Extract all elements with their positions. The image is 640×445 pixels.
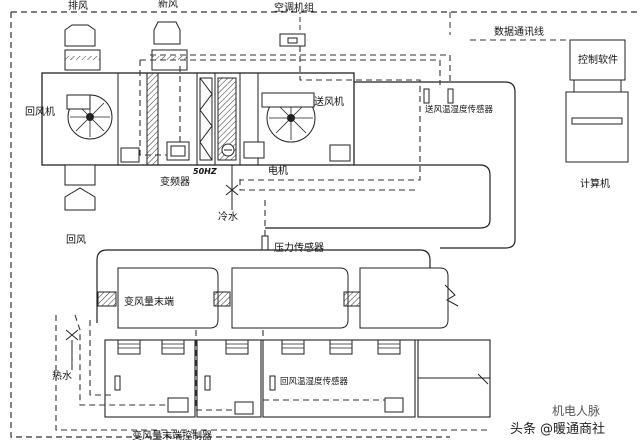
exhaust-hood bbox=[64, 24, 96, 47]
label-supply-fan: 送风机 bbox=[314, 97, 344, 108]
label-cold-water: 冷水 bbox=[218, 212, 238, 223]
label-exhaust-air: 排风 bbox=[68, 1, 88, 12]
label-control-software: 控制软件 bbox=[578, 55, 618, 66]
watermark-overlay: 机电人脉 bbox=[552, 404, 601, 418]
data-comm-line bbox=[470, 39, 571, 58]
supply-duct bbox=[354, 81, 516, 249]
label-supply-sensor: 送风温湿度传感器 bbox=[425, 105, 494, 115]
return-duct bbox=[96, 249, 431, 323]
label-return-fan: 回风机 bbox=[25, 107, 55, 118]
vav-terminal-2 bbox=[231, 267, 349, 329]
computer-monitor bbox=[569, 39, 626, 81]
label-return-air: 回风 bbox=[66, 235, 86, 246]
label-motor: 电机 bbox=[268, 166, 288, 177]
watermark-source: 头条 bbox=[510, 422, 537, 437]
computer-base bbox=[565, 91, 629, 163]
label-pressure-sensor: 压力传感器 bbox=[274, 243, 324, 254]
control-network-boundary bbox=[10, 11, 640, 438]
vav-terminal-1 bbox=[117, 267, 219, 329]
label-fresh-air: 新风 bbox=[158, 0, 178, 10]
label-return-sensor: 回风温湿度传感器 bbox=[280, 377, 349, 387]
label-computer: 计算机 bbox=[580, 179, 610, 190]
vfd-box bbox=[166, 141, 190, 161]
label-hot-water: 热水 bbox=[52, 371, 72, 382]
return-air-hood bbox=[64, 187, 96, 211]
label-freq: 50HZ bbox=[193, 167, 217, 176]
watermark-handle: @暖通商社 bbox=[540, 422, 606, 437]
fresh-air-hood bbox=[153, 21, 181, 45]
label-data-comm: 数据通讯线 bbox=[494, 27, 544, 38]
vav-terminal-3 bbox=[359, 267, 449, 329]
motor-box bbox=[243, 141, 265, 159]
label-vav-controller: 变风量末端控制器 bbox=[132, 431, 212, 442]
label-ahu: 空调机组 bbox=[274, 3, 314, 14]
label-vav-terminal: 变风量末端 bbox=[124, 297, 174, 308]
label-vfd: 变频器 bbox=[160, 177, 190, 188]
